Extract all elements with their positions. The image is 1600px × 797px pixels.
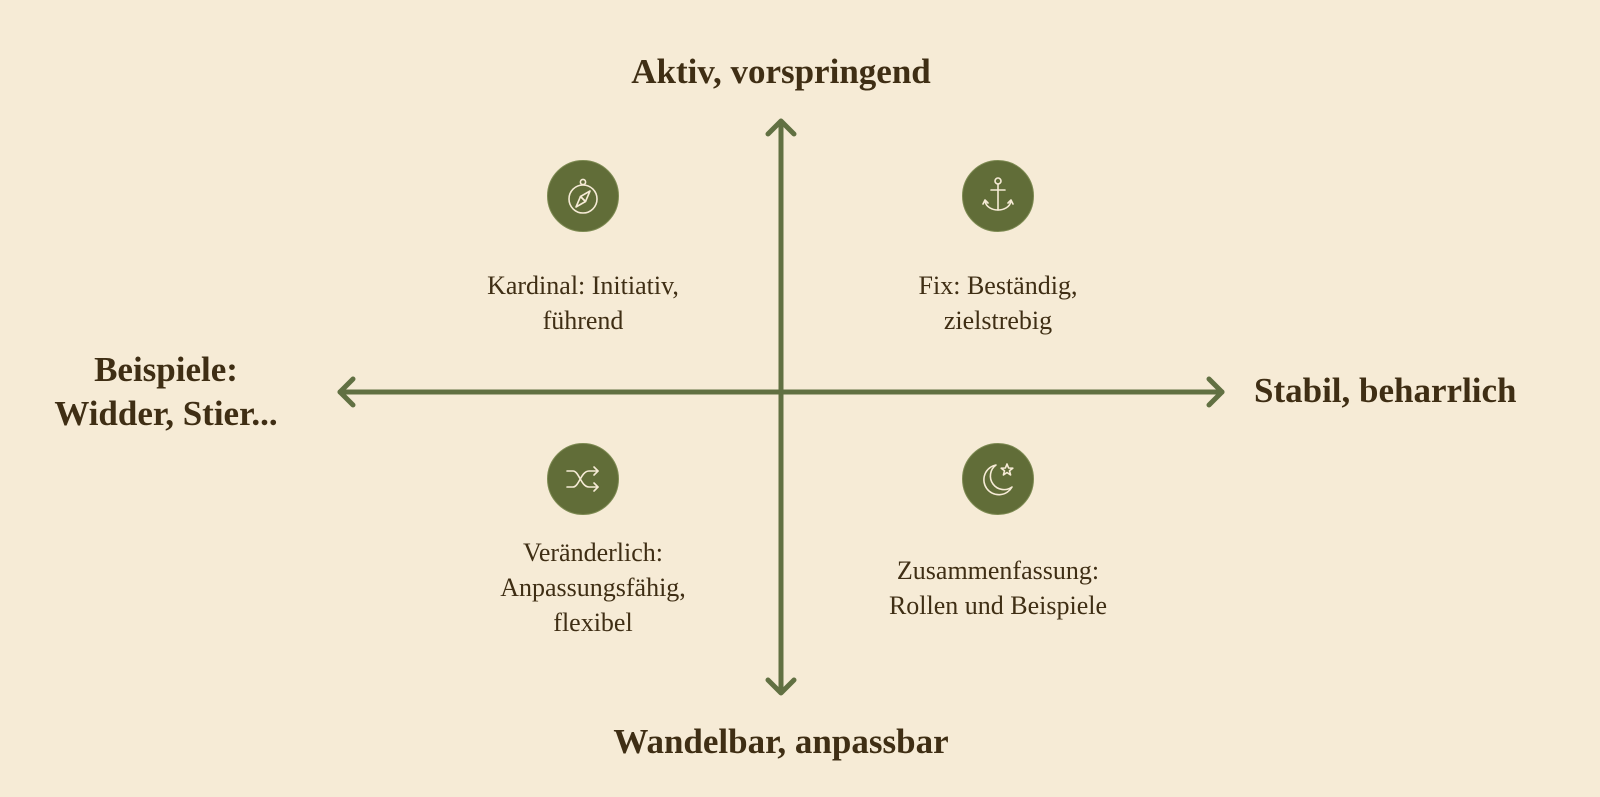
text-line: flexibel [553,608,633,637]
quadrant-summary: Zusammenfassung: Rollen und Beispiele [848,443,1148,620]
text-line: Anpassungsfähig, [500,573,686,602]
arrow-down-icon [765,677,797,696]
axis-label-left-line2: Widder, Stier... [54,394,278,433]
quadrant-fixed: Fix: Beständig, zielstrebig [848,160,1148,335]
axis-label-left: Beispiele: Widder, Stier... [20,348,312,436]
text-line: Veränderlich: [522,538,664,567]
text-line: Zusammenfassung: [896,556,1100,585]
quadrant-mutable: Veränderlich: Anpassungsfähig, flexibel [433,443,733,637]
axis-label-right: Stabil, beharrlich [1254,371,1517,410]
arrow-up-icon [765,118,797,137]
text-line: Kardinal: Initiativ, [487,271,679,300]
quadrant-cardinal: Kardinal: Initiativ, führend [433,160,733,335]
axis-label-bottom: Wandelbar, anpassbar [613,722,949,761]
moon-star-icon [962,443,1034,515]
arrow-left-icon [337,376,356,408]
text-line: zielstrebig [943,306,1053,335]
text-line: Fix: Beständig, [918,271,1078,300]
axis-label-left-line1: Beispiele: [94,350,238,389]
text-line: führend [542,306,624,335]
arrow-right-icon [1206,376,1225,408]
text-line: Rollen und Beispiele [888,591,1108,620]
quadrant-text: Kardinal: Initiativ, führend [433,268,733,338]
quadrant-text: Veränderlich: Anpassungsfähig, flexibel [443,535,743,640]
quadrant-text: Zusammenfassung: Rollen und Beispiele [848,553,1148,623]
quadrant-text: Fix: Beständig, zielstrebig [848,268,1148,338]
axis-label-top: Aktiv, vorspringend [631,52,931,91]
compass-icon [547,160,619,232]
shuffle-icon [547,443,619,515]
anchor-icon [962,160,1034,232]
